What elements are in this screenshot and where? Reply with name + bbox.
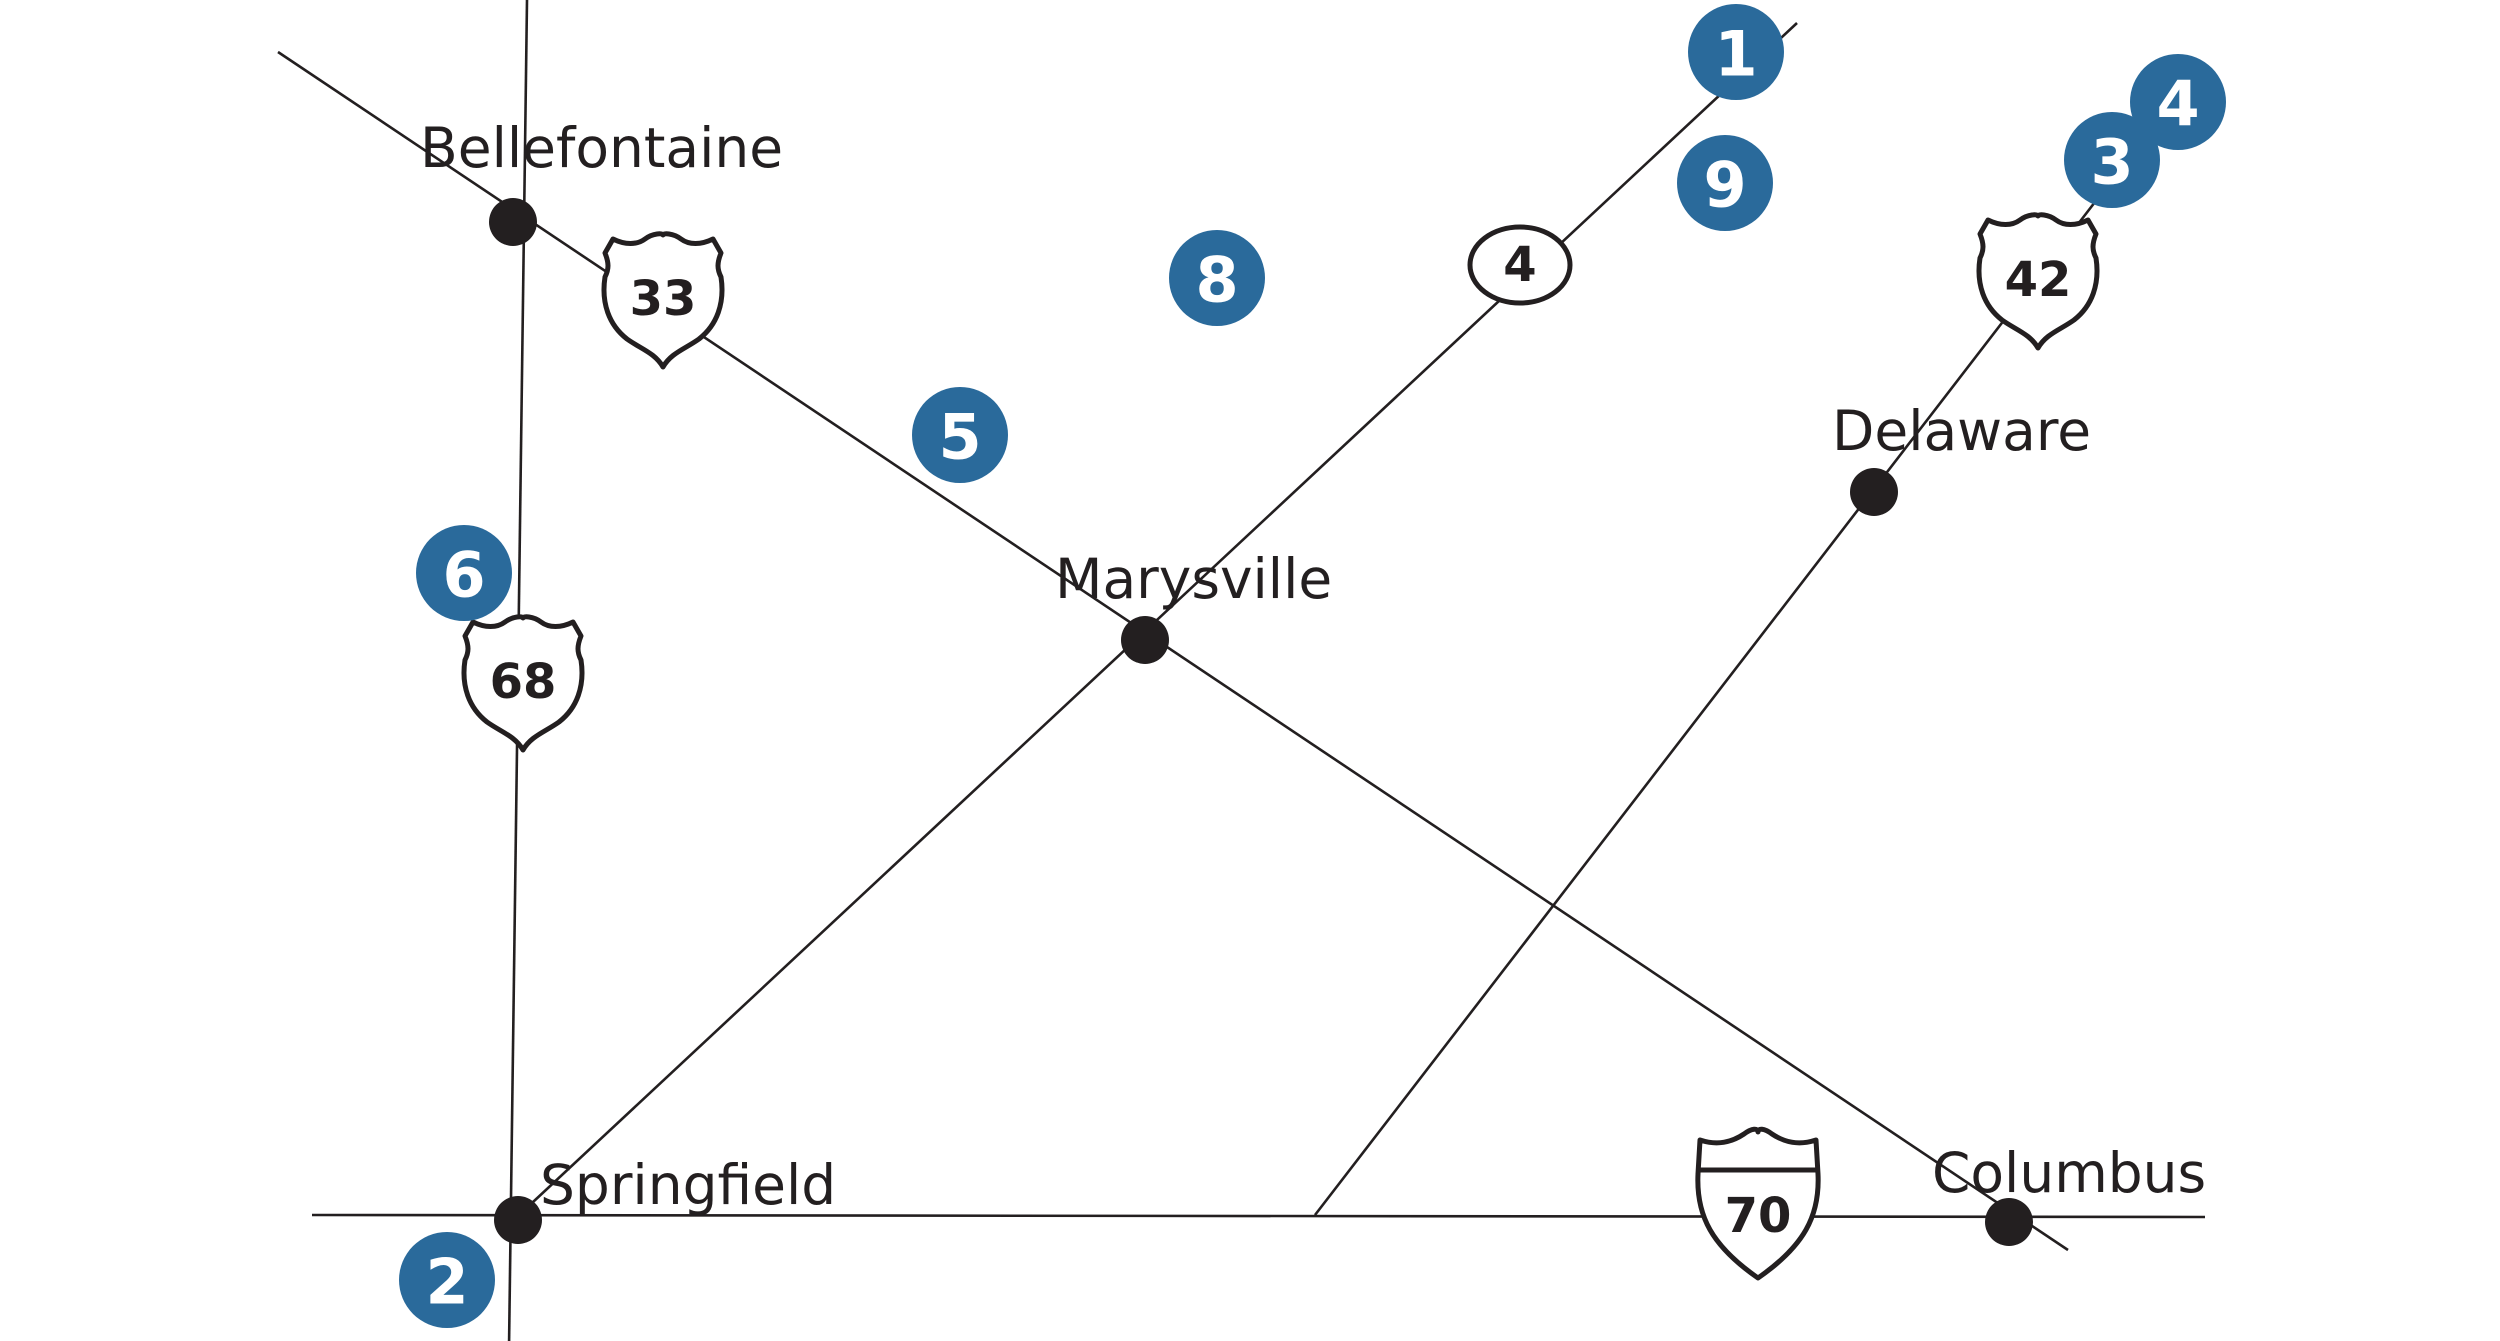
marker-circle xyxy=(1688,4,1784,100)
city-label-bellefontaine: Bellefontaine xyxy=(420,116,783,180)
shield-sr4: 4 xyxy=(1467,224,1573,306)
marker-9[interactable]: 9 xyxy=(1677,135,1773,231)
marker-5[interactable]: 5 xyxy=(912,387,1008,483)
city-label-delaware: Delaware xyxy=(1832,399,2091,463)
shield-i70: 70 xyxy=(1695,1126,1821,1281)
marker-circle xyxy=(1169,230,1265,326)
shield-us33: 33 xyxy=(601,231,725,370)
city-label-springfield: Springfield xyxy=(540,1153,836,1217)
marker-number: 4 xyxy=(2156,68,2199,141)
marker-circle xyxy=(2064,112,2160,208)
us-route-shield-icon xyxy=(1976,212,2100,351)
marker-number: 2 xyxy=(425,1246,468,1319)
marker-4[interactable]: 4 xyxy=(2130,54,2226,150)
marker-3[interactable]: 3 xyxy=(2064,112,2160,208)
marker-number: 3 xyxy=(2090,126,2133,199)
marker-number: 1 xyxy=(1714,18,1757,91)
shield-us42: 42 xyxy=(1976,212,2100,351)
marker-number: 6 xyxy=(442,539,485,612)
city-labels: Bellefontaine Marysville Delaware Spring… xyxy=(420,116,2206,1217)
city-dot-marysville xyxy=(1121,616,1169,664)
marker-2[interactable]: 2 xyxy=(399,1232,495,1328)
shield-number: 33 xyxy=(630,271,697,327)
state-route-oval-icon xyxy=(1467,224,1573,306)
us-route-shield-icon xyxy=(461,614,585,753)
city-dot-delaware xyxy=(1850,468,1898,516)
shield-number: 4 xyxy=(1503,237,1536,293)
marker-circle xyxy=(399,1232,495,1328)
shield-us68: 68 xyxy=(461,614,585,753)
road-us42 xyxy=(1313,201,2097,1216)
marker-number: 9 xyxy=(1703,149,1746,222)
shield-number: 42 xyxy=(2005,252,2072,308)
shield-number: 68 xyxy=(490,654,557,710)
city-label-marysville: Marysville xyxy=(1055,547,1332,611)
marker-1[interactable]: 1 xyxy=(1688,4,1784,100)
marker-circle xyxy=(1677,135,1773,231)
road-i70 xyxy=(311,1213,2206,1219)
marker-number: 8 xyxy=(1195,244,1238,317)
city-dots xyxy=(489,198,2033,1246)
us-route-shield-icon xyxy=(601,231,725,370)
marker-circle xyxy=(912,387,1008,483)
road-sr4 xyxy=(517,22,1798,1217)
marker-circle xyxy=(416,525,512,621)
shield-number: 70 xyxy=(1725,1188,1792,1244)
marker-number: 5 xyxy=(938,401,981,474)
city-label-columbus: Columbus xyxy=(1932,1141,2206,1205)
city-dot-bellefontaine xyxy=(489,198,537,246)
city-dot-columbus xyxy=(1985,1198,2033,1246)
marker-circle xyxy=(2130,54,2226,150)
marker-8[interactable]: 8 xyxy=(1169,230,1265,326)
interstate-shield-icon xyxy=(1695,1126,1821,1281)
roads xyxy=(277,0,2206,1341)
road-us33 xyxy=(277,50,2069,1252)
city-dot-springfield xyxy=(494,1196,542,1244)
marker-6[interactable]: 6 xyxy=(416,525,512,621)
